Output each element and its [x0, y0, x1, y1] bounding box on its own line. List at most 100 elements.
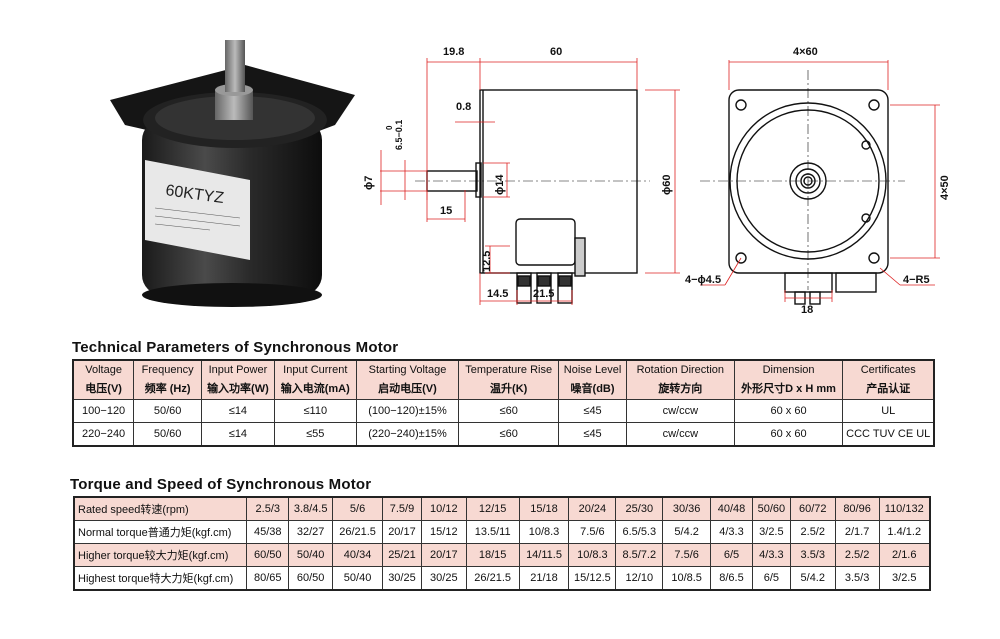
header-cn: 温升(K)	[490, 383, 528, 395]
torque-cell: 2/1.6	[878, 543, 931, 567]
torque-cell: 2/1.7	[834, 520, 880, 544]
torque-cell: 30/25	[382, 566, 422, 591]
torque-cell: 7.5/6	[568, 520, 617, 544]
dim-12-5: 12.5	[481, 251, 493, 272]
dim-15: 15	[440, 205, 452, 217]
header-cn: 电压(V)	[85, 383, 122, 395]
header-cn: 输入功率(W)	[207, 383, 269, 395]
tech-header-cell: Input Current 输入电流(mA)	[273, 359, 357, 400]
dim-21-5: 21.5	[533, 288, 554, 300]
torque-cell: 10/8.5	[662, 566, 712, 591]
header-cn: 噪音(dB)	[570, 383, 615, 395]
motor-photo: 60KTYZ	[110, 40, 355, 307]
torque-cell: 60/72	[789, 496, 836, 521]
torque-cell: 8/6.5	[710, 566, 753, 591]
torque-cell: 15/18	[518, 496, 570, 521]
torque-cell: 40/48	[710, 496, 753, 521]
tech-header-cell: Dimension 外形尺寸D x H mm	[733, 359, 844, 400]
tech-cell: 60 x 60	[733, 422, 844, 447]
torque-cell: 20/17	[382, 520, 422, 544]
torque-cell: 25/21	[382, 543, 422, 567]
dim-14-5: 14.5	[487, 288, 508, 300]
torque-cell: 20/24	[568, 496, 617, 521]
torque-cell: 13.5/11	[465, 520, 520, 544]
header-cn: 输入电流(mA)	[280, 383, 350, 395]
dim-0-8: 0.8	[456, 101, 471, 113]
header-en: Voltage	[85, 364, 122, 376]
torque-cell: 60/50	[246, 543, 290, 567]
tech-cell: 60 x 60	[733, 399, 844, 423]
torque-cell: 50/60	[751, 496, 791, 521]
torque-cell: 6.5/5.3	[615, 520, 664, 544]
header-cn: 产品认证	[866, 383, 911, 395]
torque-cell: 40/34	[332, 543, 383, 567]
header-en: Input Current	[283, 364, 348, 376]
torque-cell: 26/21.5	[465, 566, 520, 591]
torque-cell: 12/10	[615, 566, 664, 591]
torque-cell: 50/40	[332, 566, 383, 591]
torque-cell: 6/5	[751, 566, 791, 591]
tech-cell: ≤60	[458, 399, 560, 423]
torque-cell: 5/4.2	[662, 520, 712, 544]
header-en: Input Power	[208, 364, 268, 376]
dim-4x60: 4×60	[793, 46, 818, 58]
tech-cell: cw/ccw	[625, 422, 735, 447]
header-cn: 启动电压(V)	[378, 383, 437, 395]
tech-cell: UL	[842, 399, 935, 423]
dim-radius: 4−R5	[903, 274, 930, 286]
torque-cell: 5/4.2	[789, 566, 836, 591]
torque-cell: 21/18	[518, 566, 570, 591]
tech-cell: ≤45	[558, 399, 627, 423]
header-en: Dimension	[762, 364, 815, 376]
torque-cell: 1.4/1.2	[878, 520, 931, 544]
header-en: Noise Level	[563, 364, 622, 376]
torque-cell: 25/30	[615, 496, 664, 521]
header-en: Starting Voltage	[368, 364, 447, 376]
tech-header-cell: Certificates 产品认证	[842, 359, 935, 400]
torque-cell: 20/17	[420, 543, 467, 567]
header-en: Certificates	[860, 364, 916, 376]
torque-row-label: Normal torque普通力矩(kgf.cm)	[73, 520, 248, 544]
dim-60: 60	[550, 46, 562, 58]
tech-cell: ≤45	[558, 422, 627, 447]
torque-cell: 18/15	[465, 543, 520, 567]
tech-header-cell: Voltage 电压(V)	[72, 359, 135, 400]
tech-cell: (220−240)±15%	[355, 422, 460, 447]
torque-cell: 7.5/6	[662, 543, 712, 567]
dim-phi60: ϕ60	[661, 175, 673, 195]
torque-cell: 45/38	[246, 520, 290, 544]
torque-cell: 3/2.5	[751, 520, 791, 544]
torque-cell: 10/8.3	[518, 520, 570, 544]
torque-table-title: Torque and Speed of Synchronous Motor	[70, 476, 372, 493]
dimension-drawing: 19.8 60 0.8 0 6.5−0.1 ϕ7 ϕ14 15 ϕ60 12.5…	[363, 46, 951, 316]
torque-cell: 2.5/2	[789, 520, 836, 544]
tech-cell: ≤55	[273, 422, 357, 447]
torque-cell: 10/8.3	[568, 543, 617, 567]
tech-cell: 220−240	[72, 422, 135, 447]
tech-cell: 50/60	[133, 422, 202, 447]
header-cn: 频率 (Hz)	[144, 383, 191, 395]
tech-header-cell: Noise Level 噪音(dB)	[558, 359, 627, 400]
tech-cell: (100−120)±15%	[355, 399, 460, 423]
torque-cell: 4/3.3	[751, 543, 791, 567]
torque-cell: 8.5/7.2	[615, 543, 664, 567]
tech-header-cell: Starting Voltage 启动电压(V)	[355, 359, 460, 400]
torque-cell: 2.5/3	[246, 496, 290, 521]
torque-cell: 32/27	[288, 520, 334, 544]
dim-6-5-tol: 6.5−0.1	[394, 120, 404, 150]
dim-phi14: ϕ14	[494, 174, 506, 195]
torque-cell: 30/36	[662, 496, 712, 521]
torque-cell: 4/3.3	[710, 520, 753, 544]
torque-cell: 60/50	[288, 566, 334, 591]
torque-cell: 3/2.5	[878, 566, 931, 591]
header-cn: 外形尺寸D x H mm	[741, 383, 836, 395]
torque-cell: 2.5/2	[834, 543, 880, 567]
header-en: Rotation Direction	[636, 364, 725, 376]
torque-cell: 3.5/3	[789, 543, 836, 567]
torque-cell: 15/12	[420, 520, 467, 544]
